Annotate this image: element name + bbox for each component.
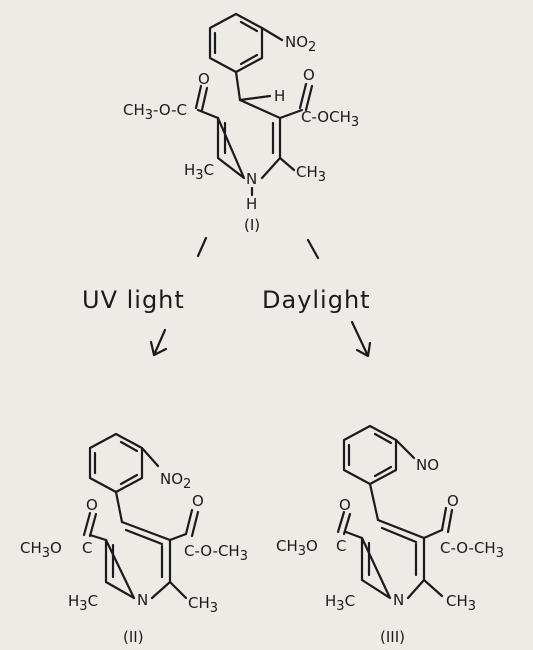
compound-iii-right-carbonyl-o: O — [447, 492, 459, 510]
compound-iii-left-ester-label: CH3O — [276, 537, 318, 559]
compound-ii-label: (II) — [123, 628, 144, 646]
compound-i-nitro-bond — [260, 26, 284, 42]
compound-ii-benzene-ring — [88, 432, 144, 494]
compound-iii-left-carbonyl-o: O — [339, 496, 351, 514]
compound-i-left-ester-bond — [196, 108, 220, 120]
compound-iii-ring-double-bonds — [367, 526, 418, 577]
compound-iii-left-ester-c: C — [336, 537, 346, 555]
daylight-condition: Daylight — [262, 286, 371, 314]
compound-iii-aromatic-bonds — [347, 432, 393, 478]
compound-i-right-carbonyl — [298, 82, 314, 112]
compound-i-label: (I) — [244, 216, 260, 234]
compound-iii-nitroso-bond — [394, 438, 416, 460]
compound-iii-benzene-ring — [342, 424, 398, 486]
compound-ii-left-methyl: H3C — [68, 592, 98, 614]
compound-ii-right-ester-label: C-O-CH3 — [184, 542, 248, 564]
compound-ii-left-ester-bond — [88, 533, 108, 542]
compound-iii-left-ester-bond — [344, 530, 364, 540]
compound-ii-left-carbonyl-o: O — [86, 496, 98, 514]
compound-iii-pyridine-ring — [360, 518, 426, 600]
compound-i-left-ester-label: CH3-O-C — [123, 101, 187, 123]
compound-ii-left-carbonyl — [82, 511, 98, 538]
compound-iii-nitroso-label: NO — [416, 456, 439, 474]
uv-light-condition: UV light — [82, 286, 185, 314]
compound-iii-nitrogen: N — [393, 591, 404, 609]
compound-i-benzene-ring — [208, 12, 264, 74]
compound-ii-left-ester-label: CH3O — [20, 539, 62, 561]
compound-ii: NO2 O CH3O C O C-O-CH3 H3C CH3 N (II) — [20, 432, 248, 646]
reaction-arrows: UV light Daylight — [82, 236, 372, 358]
compound-i-aryl-c4-bond — [234, 70, 242, 102]
compound-ii-right-methyl-bond — [168, 580, 188, 600]
compound-ii-nitro-bond — [140, 446, 160, 468]
compound-iii-right-methyl-bond — [422, 578, 444, 598]
compound-ii-ring-double-bonds — [111, 528, 164, 579]
compound-ii-aromatic-bonds — [93, 440, 139, 486]
compound-ii-right-carbonyl — [184, 508, 200, 538]
compound-iii-right-carbonyl — [440, 506, 454, 534]
compound-i-aromatic-bonds — [213, 20, 259, 66]
compound-ii-left-ester-c: C — [82, 539, 92, 557]
compound-ii-right-methyl: CH3 — [188, 594, 218, 616]
compound-i-c4-h-label: H — [274, 87, 285, 105]
compound-ii-pyridine-ring — [104, 520, 172, 600]
compound-iii-right-ester-label: C-O-CH3 — [440, 539, 504, 561]
compound-i-c4-h-bond — [238, 94, 272, 102]
compound-i-left-carbonyl-o: O — [198, 70, 210, 88]
compound-i-right-ester-label: C-OCH3 — [301, 108, 359, 130]
compound-iii-label: (III) — [380, 628, 405, 646]
compound-i-right-methyl-bond — [278, 156, 296, 172]
compound-ii-aryl-c4-bond — [114, 490, 124, 524]
compound-i-right-methyl: CH3 — [296, 163, 326, 185]
compound-i-ring-double-bonds — [223, 121, 275, 155]
compound-i-right-carbonyl-o: O — [303, 66, 315, 84]
compound-ii-right-carbonyl-o: O — [192, 492, 204, 510]
compound-iii-right-methyl: CH3 — [446, 592, 476, 614]
compound-ii-nitrogen: N — [137, 591, 148, 609]
uv-arrow-icon — [149, 328, 168, 357]
compound-iii-aryl-c4-bond — [368, 482, 380, 522]
compound-i: NO2 H O CH3-O-C O C-OCH3 H3C CH3 N H (I) — [123, 12, 359, 234]
daylight-arrow-icon — [350, 320, 372, 358]
compound-i-right-ester-bond — [278, 108, 304, 120]
compound-i-nh-h: H — [246, 195, 257, 213]
compound-iii: NO O CH3O C O C-O-CH3 H3C CH3 N (III) — [276, 424, 504, 646]
compound-iii-left-carbonyl — [336, 510, 352, 536]
compound-i-left-methyl: H3C — [184, 161, 214, 183]
compound-iii-right-ester-bond — [422, 528, 444, 540]
uv-split-line — [196, 236, 208, 258]
compound-i-left-carbonyl — [194, 84, 209, 112]
compound-i-dihydropyridine-ring — [216, 98, 282, 180]
compound-iii-left-methyl: H3C — [325, 592, 355, 614]
daylight-split-line — [306, 238, 320, 260]
compound-ii-nitro-label: NO2 — [160, 470, 191, 492]
compound-ii-right-ester-bond — [168, 532, 188, 542]
compound-i-nitro-label: NO2 — [285, 33, 316, 55]
compound-i-nitrogen: N — [246, 170, 257, 188]
